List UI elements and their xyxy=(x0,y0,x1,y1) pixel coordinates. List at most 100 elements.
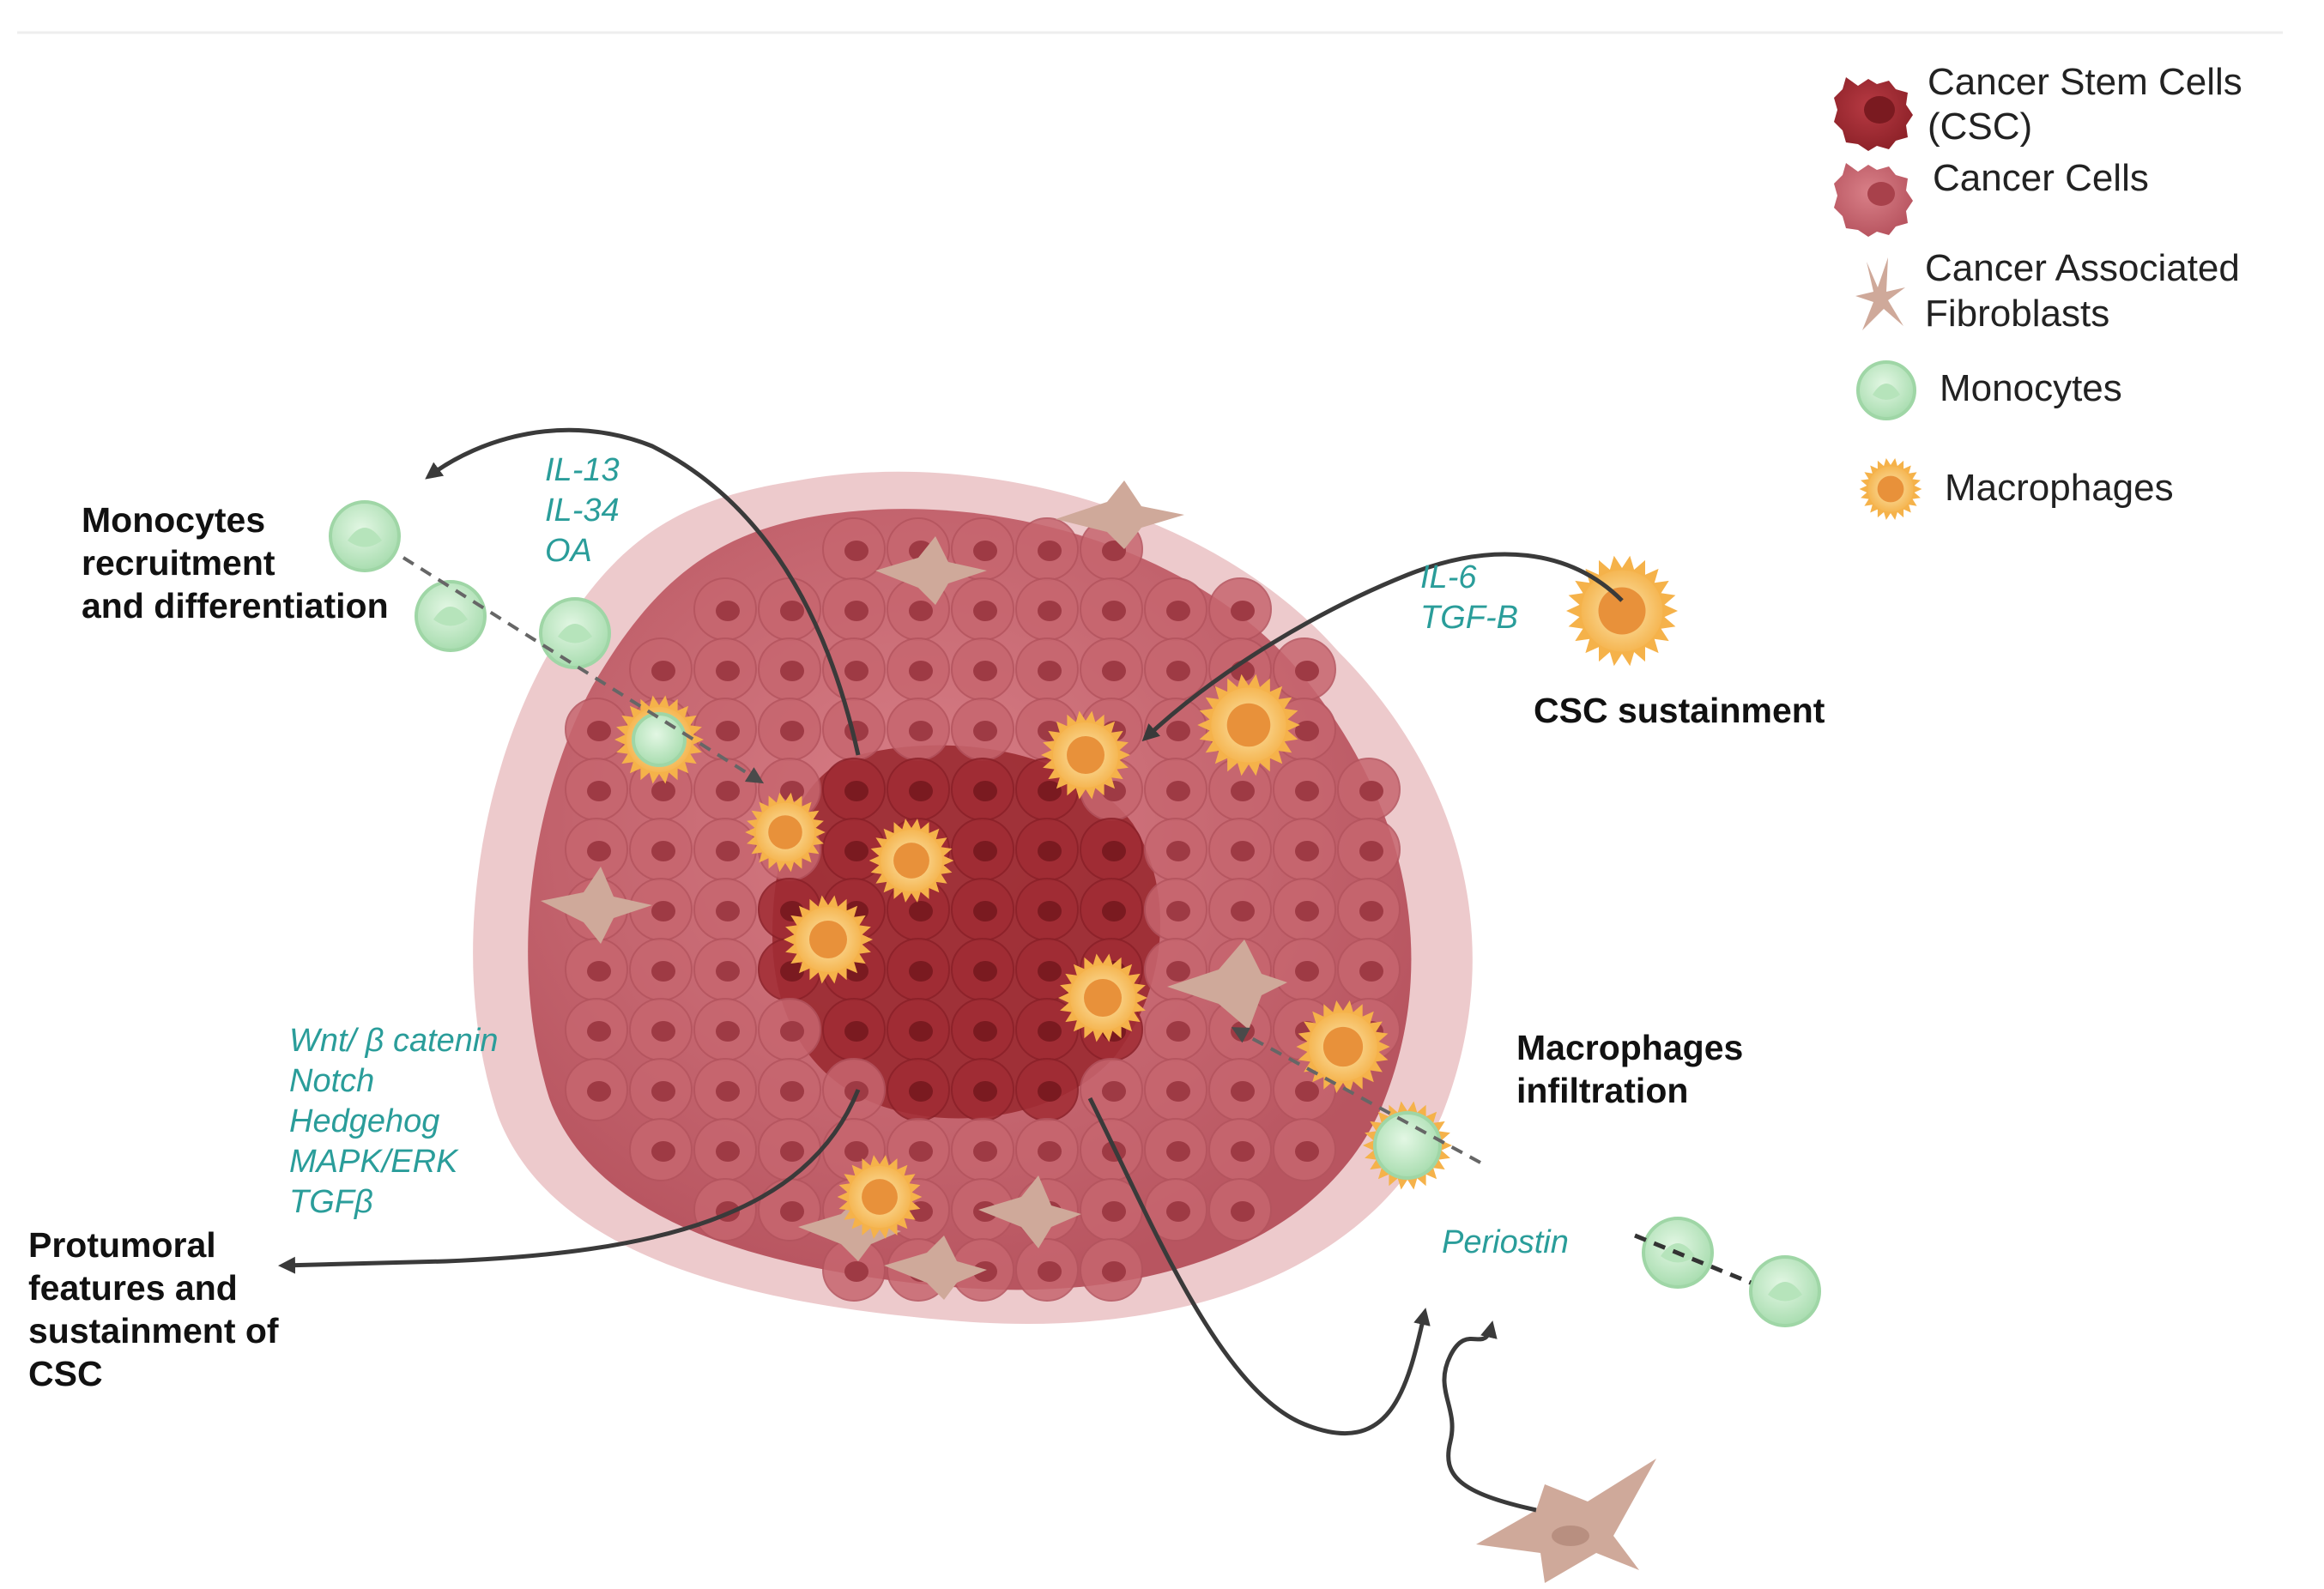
macrophage-cell xyxy=(837,1155,923,1239)
tumor-mass xyxy=(473,471,1473,1324)
process-labels: Monocytes recruitment and differentiatio… xyxy=(28,500,1825,1393)
macrophage-cell xyxy=(1296,1000,1390,1093)
fibroblast-cell xyxy=(875,536,987,605)
cell-nucleus xyxy=(1038,601,1062,621)
cell-nucleus xyxy=(587,841,611,861)
legend-label-macrophages: Macrophages xyxy=(1945,467,2174,509)
cell-nucleus xyxy=(1166,1201,1190,1222)
legend-item-csc: Cancer Stem Cells (CSC) xyxy=(1834,61,2242,151)
legend-label-fibroblasts: Cancer Associated Fibroblasts xyxy=(1925,247,2250,335)
cancer-stem-cell-icon xyxy=(1834,77,1913,151)
cell-nucleus xyxy=(780,1201,804,1222)
cell-nucleus xyxy=(587,721,611,741)
cell-nucleus xyxy=(844,1021,868,1042)
cell-nucleus xyxy=(651,1141,675,1162)
cell-nucleus xyxy=(1166,1141,1190,1162)
cell-nucleus xyxy=(1359,781,1383,801)
protumoral-arrow xyxy=(278,1089,861,1274)
cell-nucleus xyxy=(1295,1081,1319,1102)
cancer-cell-texture xyxy=(565,517,1401,1302)
monocyte-cell xyxy=(329,500,401,572)
cell-nucleus xyxy=(780,661,804,681)
cell-nucleus xyxy=(909,1021,933,1042)
cell-nucleus xyxy=(973,601,997,621)
macrophage-cell xyxy=(745,792,826,873)
cell-nucleus xyxy=(909,781,933,801)
cell-nucleus xyxy=(973,1081,997,1102)
cell-nucleus xyxy=(973,961,997,982)
cell-nucleus xyxy=(844,1141,868,1162)
cell-nucleus xyxy=(1102,661,1126,681)
cell-nucleus xyxy=(909,961,933,982)
csc-sustainment-arrow xyxy=(1141,552,1624,742)
cell-nucleus xyxy=(973,841,997,861)
cell-nucleus xyxy=(1166,1021,1190,1042)
cell-nucleus xyxy=(909,661,933,681)
periostin-arrow-from-tumor xyxy=(1087,1097,1431,1436)
cell-nucleus xyxy=(651,841,675,861)
cell-nucleus xyxy=(844,541,868,561)
cell-nucleus xyxy=(909,601,933,621)
migration-paths xyxy=(402,556,1752,1285)
cell-nucleus xyxy=(973,1261,997,1282)
monocyte-recruitment-label: Monocytes recruitment and differentiatio… xyxy=(82,500,389,625)
macrophage-cell xyxy=(1566,555,1678,667)
cell-nucleus xyxy=(716,1021,740,1042)
cell-nucleus xyxy=(1038,661,1062,681)
cell-nucleus xyxy=(844,601,868,621)
monocyte-icon xyxy=(1856,360,1916,420)
cell-nucleus xyxy=(909,1081,933,1102)
cell-nucleus xyxy=(1038,841,1062,861)
cell-nucleus xyxy=(1166,721,1190,741)
cell-nucleus xyxy=(716,661,740,681)
cell-nucleus xyxy=(780,1021,804,1042)
cell-nucleus xyxy=(1038,1081,1062,1102)
macrophage-cell xyxy=(1041,710,1130,800)
cell-nucleus xyxy=(1359,961,1383,982)
cell-nucleus xyxy=(587,1021,611,1042)
cell-nucleus xyxy=(1295,901,1319,921)
cell-nucleus xyxy=(1166,1081,1190,1102)
cell-nucleus xyxy=(651,901,675,921)
fibroblast-cell xyxy=(798,1197,901,1261)
fibroblast-nucleus xyxy=(1552,1526,1589,1546)
legend-item-monocytes: Monocytes xyxy=(1856,360,2122,420)
cell-nucleus xyxy=(844,1261,868,1282)
cell-nucleus xyxy=(651,661,675,681)
sustainment-molecules: IL-6 TGF-B xyxy=(1420,559,1518,636)
recruitment-arrow xyxy=(425,427,861,756)
cell-nucleus xyxy=(780,781,804,801)
cell-nucleus xyxy=(651,961,675,982)
molecule-labels: IL-13 IL-34 OA IL-6 TGF-B Wnt/ β catenin… xyxy=(289,452,1569,1260)
cell-nucleus xyxy=(716,961,740,982)
csc-sustainment-label: CSC sustainment xyxy=(1534,691,1825,730)
cell-nucleus xyxy=(1166,841,1190,861)
cell-nucleus xyxy=(651,1021,675,1042)
cell-nucleus xyxy=(716,781,740,801)
monocyte-cell xyxy=(539,597,611,669)
cell-nucleus xyxy=(909,901,933,921)
cell-nucleus xyxy=(973,541,997,561)
cell-nucleus xyxy=(1102,901,1126,921)
fibroblast-cell xyxy=(884,1236,987,1300)
cell-nucleus xyxy=(780,1081,804,1102)
fibroblasts xyxy=(541,480,1656,1583)
cell-nucleus xyxy=(1295,781,1319,801)
cell-nucleus xyxy=(1166,601,1190,621)
cell-nucleus xyxy=(1102,781,1126,801)
cell-nucleus xyxy=(1166,901,1190,921)
fibroblast-cell xyxy=(978,1175,1081,1248)
cell-nucleus xyxy=(587,961,611,982)
macrophage-icon xyxy=(1859,458,1922,520)
cell-nucleus xyxy=(780,961,804,982)
monocyte-in-macrophage xyxy=(632,712,687,767)
cell-nucleus xyxy=(1231,781,1255,801)
cell-nucleus xyxy=(1295,721,1319,741)
macrophage-cell xyxy=(784,895,873,984)
cancer-cell-icon xyxy=(1834,163,1913,237)
cell-nucleus xyxy=(1038,961,1062,982)
macrophage-cell xyxy=(868,819,954,903)
cell-nucleus xyxy=(1231,1081,1255,1102)
cell-nucleus xyxy=(1166,661,1190,681)
